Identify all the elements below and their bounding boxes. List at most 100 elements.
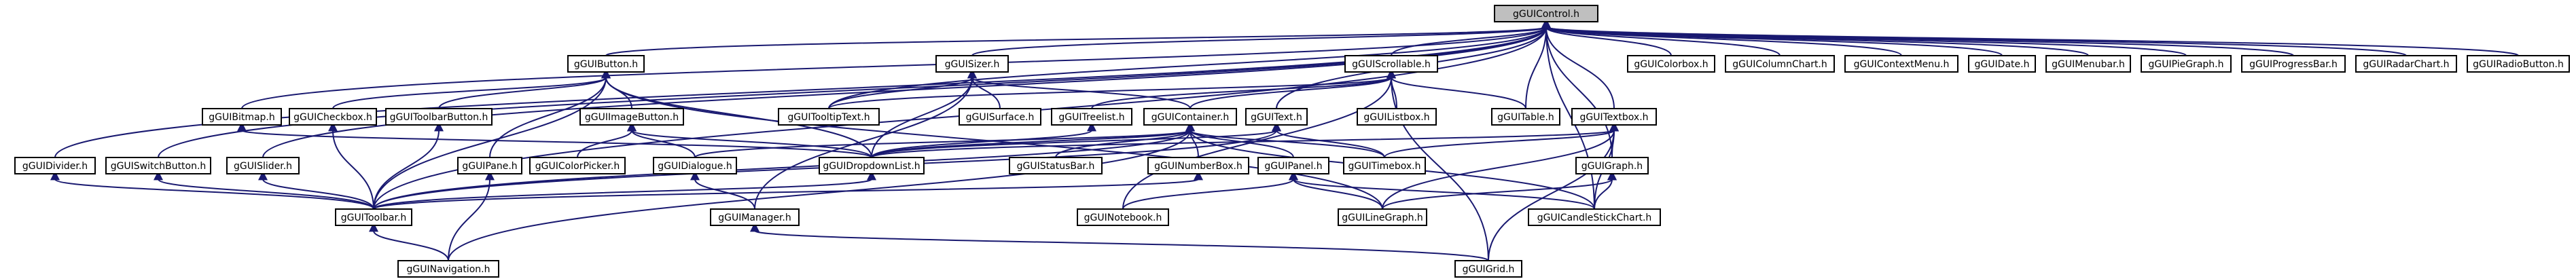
node-piegraph[interactable]: gGUIPieGraph.h bbox=[2141, 55, 2232, 73]
node-statusbar[interactable]: gGUIStatusBar.h bbox=[1009, 157, 1103, 174]
node-box-treelist[interactable] bbox=[1051, 108, 1132, 126]
node-box-progressbar[interactable] bbox=[2241, 55, 2346, 73]
node-sizer[interactable]: gGUISizer.h bbox=[935, 55, 1009, 73]
node-notebook[interactable]: gGUINotebook.h bbox=[1077, 208, 1169, 226]
node-linegraph[interactable]: gGUILineGraph.h bbox=[1338, 208, 1427, 226]
node-box-control[interactable] bbox=[1494, 5, 1598, 22]
node-container[interactable]: gGUIContainer.h bbox=[1143, 108, 1237, 126]
node-box-scrollable[interactable] bbox=[1344, 55, 1438, 73]
node-divider[interactable]: gGUIDivider.h bbox=[14, 157, 96, 174]
node-scrollable[interactable]: gGUIScrollable.h bbox=[1344, 55, 1438, 73]
node-box-linegraph[interactable] bbox=[1338, 208, 1427, 226]
node-box-grid[interactable] bbox=[1454, 260, 1522, 278]
node-box-bitmap[interactable] bbox=[202, 108, 282, 126]
node-table[interactable]: gGUITable.h bbox=[1491, 108, 1560, 126]
node-box-listbox[interactable] bbox=[1357, 108, 1437, 126]
node-box-colorpicker[interactable] bbox=[529, 157, 626, 174]
node-numberbox[interactable]: gGUINumberBox.h bbox=[1147, 157, 1249, 174]
node-radarchart[interactable]: gGUIRadarChart.h bbox=[2355, 55, 2457, 73]
node-bitmap[interactable]: gGUIBitmap.h bbox=[202, 108, 282, 126]
node-box-navigation[interactable] bbox=[397, 260, 499, 278]
edge-table-to-control bbox=[1525, 18, 1551, 109]
node-label-container: gGUIContainer.h bbox=[1151, 112, 1230, 123]
node-box-textbox[interactable] bbox=[1571, 108, 1657, 126]
node-radiobutton[interactable]: gGUIRadioButton.h bbox=[2467, 55, 2570, 73]
node-box-timebox[interactable] bbox=[1343, 157, 1426, 174]
node-control[interactable]: gGUIControl.h bbox=[1494, 5, 1598, 22]
node-box-panel[interactable] bbox=[1257, 157, 1329, 174]
node-pane[interactable]: gGUIPane.h bbox=[457, 157, 522, 174]
nodes-layer: gGUIControl.h gGUIButton.h gGUISizer.h gGUI… bbox=[14, 5, 2570, 278]
node-columnchart[interactable]: gGUIColumnChart.h bbox=[1725, 55, 1835, 73]
node-box-surface[interactable] bbox=[959, 108, 1041, 126]
node-treelist[interactable]: gGUITreelist.h bbox=[1051, 108, 1132, 126]
node-box-manager[interactable] bbox=[710, 208, 800, 226]
node-box-tooltiptext[interactable] bbox=[778, 108, 880, 126]
node-box-container[interactable] bbox=[1143, 108, 1237, 126]
node-toolbarbutton[interactable]: gGUIToolbarButton.h bbox=[385, 108, 493, 126]
node-box-columnchart[interactable] bbox=[1725, 55, 1835, 73]
node-box-text[interactable] bbox=[1245, 108, 1308, 126]
node-textbox[interactable]: gGUITextbox.h bbox=[1571, 108, 1657, 126]
node-label-surface: gGUISurface.h bbox=[966, 112, 1035, 123]
node-graph[interactable]: gGUIGraph.h bbox=[1575, 157, 1649, 174]
node-box-candlestickchart[interactable] bbox=[1528, 208, 1661, 226]
node-box-menubar[interactable] bbox=[2045, 55, 2131, 73]
node-imagebutton[interactable]: gGUIImageButton.h bbox=[579, 108, 684, 126]
node-box-switchbutton[interactable] bbox=[105, 157, 211, 174]
node-toolbar[interactable]: gGUIToolbar.h bbox=[335, 208, 412, 226]
node-switchbutton[interactable]: gGUISwitchButton.h bbox=[105, 157, 211, 174]
node-candlestickchart[interactable]: gGUICandleStickChart.h bbox=[1528, 208, 1661, 226]
edge-sizer-to-control bbox=[971, 18, 1551, 56]
node-box-radiobutton[interactable] bbox=[2467, 55, 2570, 73]
node-button[interactable]: gGUIButton.h bbox=[567, 55, 645, 73]
node-box-imagebutton[interactable] bbox=[579, 108, 684, 126]
edge-checkbox-to-button bbox=[332, 69, 611, 109]
node-label-checkbox: gGUICheckbox.h bbox=[293, 112, 372, 123]
node-box-dialogue[interactable] bbox=[653, 157, 737, 174]
node-text[interactable]: gGUIText.h bbox=[1245, 108, 1308, 126]
node-box-table[interactable] bbox=[1491, 108, 1560, 126]
edge-toolbar-to-dropdownlist bbox=[373, 170, 876, 210]
node-box-piegraph[interactable] bbox=[2141, 55, 2232, 73]
node-box-date[interactable] bbox=[1968, 55, 2036, 73]
node-contextmenu[interactable]: gGUIContextMenu.h bbox=[1844, 55, 1958, 73]
node-dropdownlist[interactable]: gGUIDropdownList.h bbox=[819, 157, 925, 174]
node-colorbox[interactable]: gGUIColorbox.h bbox=[1627, 55, 1715, 73]
node-manager[interactable]: gGUIManager.h bbox=[710, 208, 800, 226]
node-box-dropdownlist[interactable] bbox=[819, 157, 925, 174]
node-box-graph[interactable] bbox=[1575, 157, 1649, 174]
edge-manager-to-dialogue bbox=[690, 170, 755, 210]
node-date[interactable]: gGUIDate.h bbox=[1968, 55, 2036, 73]
node-box-button[interactable] bbox=[567, 55, 645, 73]
node-box-pane[interactable] bbox=[457, 157, 522, 174]
node-box-notebook[interactable] bbox=[1077, 208, 1169, 226]
edge-navigation-to-container bbox=[448, 122, 1195, 261]
node-slider[interactable]: gGUISlider.h bbox=[226, 157, 300, 174]
node-listbox[interactable]: gGUIListbox.h bbox=[1357, 108, 1437, 126]
node-panel[interactable]: gGUIPanel.h bbox=[1257, 157, 1329, 174]
node-navigation[interactable]: gGUINavigation.h bbox=[397, 260, 499, 278]
node-checkbox[interactable]: gGUICheckbox.h bbox=[289, 108, 377, 126]
node-menubar[interactable]: gGUIMenubar.h bbox=[2045, 55, 2131, 73]
node-box-colorbox[interactable] bbox=[1627, 55, 1715, 73]
node-colorpicker[interactable]: gGUIColorPicker.h bbox=[529, 157, 626, 174]
node-dialogue[interactable]: gGUIDialogue.h bbox=[653, 157, 737, 174]
edge-dialogue-to-imagebutton bbox=[627, 122, 696, 158]
node-box-statusbar[interactable] bbox=[1009, 157, 1103, 174]
node-surface[interactable]: gGUISurface.h bbox=[959, 108, 1041, 126]
node-box-divider[interactable] bbox=[14, 157, 96, 174]
node-tooltiptext[interactable]: gGUITooltipText.h bbox=[778, 108, 880, 126]
node-box-radarchart[interactable] bbox=[2355, 55, 2457, 73]
node-timebox[interactable]: gGUITimebox.h bbox=[1343, 157, 1426, 174]
node-box-slider[interactable] bbox=[226, 157, 300, 174]
node-box-toolbarbutton[interactable] bbox=[385, 108, 493, 126]
node-box-toolbar[interactable] bbox=[335, 208, 412, 226]
node-box-numberbox[interactable] bbox=[1147, 157, 1249, 174]
edge-navigation-to-toolbar bbox=[369, 222, 449, 261]
node-box-checkbox[interactable] bbox=[289, 108, 377, 126]
node-progressbar[interactable]: gGUIProgressBar.h bbox=[2241, 55, 2346, 73]
node-box-contextmenu[interactable] bbox=[1844, 55, 1958, 73]
node-box-sizer[interactable] bbox=[935, 55, 1009, 73]
node-grid[interactable]: gGUIGrid.h bbox=[1454, 260, 1522, 278]
